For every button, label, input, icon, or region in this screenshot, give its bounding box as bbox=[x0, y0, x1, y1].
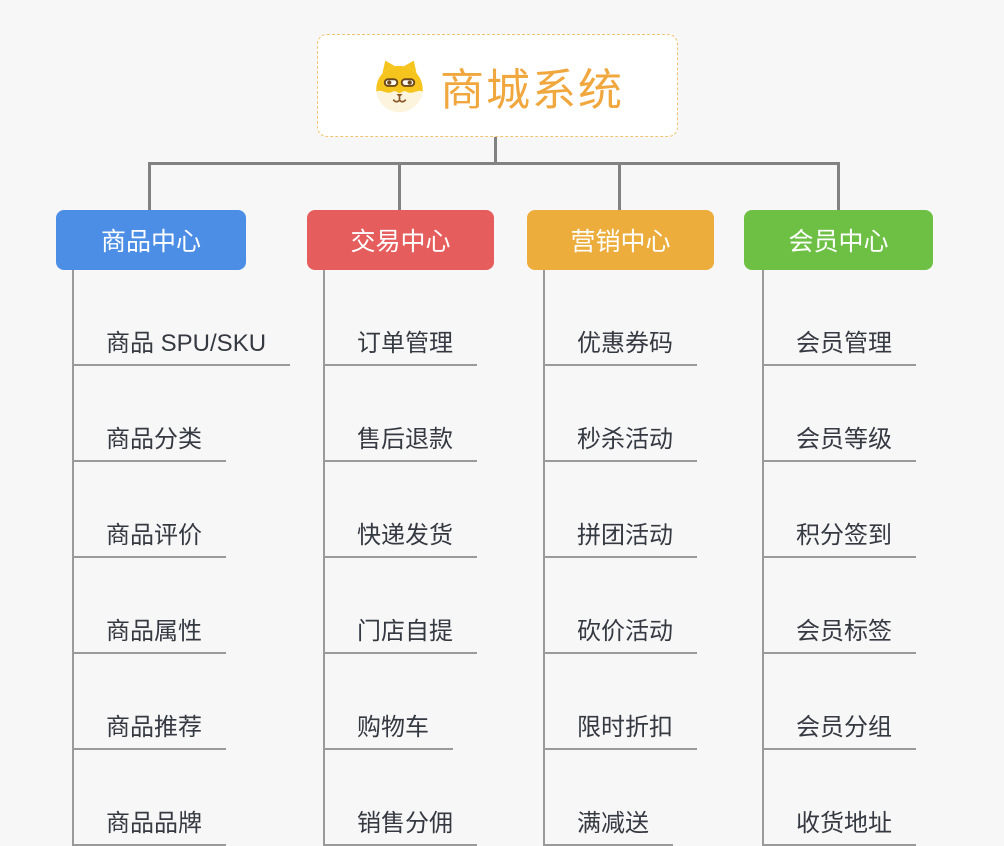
branch-node-member-center[interactable]: 会员中心 bbox=[744, 210, 933, 270]
leaf-node[interactable]: 满减送 bbox=[545, 750, 673, 846]
leaf-list-product-center: 商品 SPU/SKU 商品分类 商品评价 商品属性 商品推荐 商品品牌 bbox=[72, 270, 291, 846]
leaf-list-marketing-center: 优惠券码 秒杀活动 拼团活动 砍价活动 限时折扣 满减送 bbox=[543, 270, 697, 846]
leaf-node[interactable]: 商品 SPU/SKU bbox=[74, 270, 291, 366]
branch-node-product-center[interactable]: 商品中心 bbox=[56, 210, 246, 270]
leaf-node[interactable]: 收货地址 bbox=[764, 750, 916, 846]
connector-drop-trade bbox=[398, 164, 401, 212]
leaf-node[interactable]: 商品评价 bbox=[74, 462, 226, 558]
leaf-node[interactable]: 秒杀活动 bbox=[545, 366, 697, 462]
leaf-node[interactable]: 购物车 bbox=[325, 654, 453, 750]
root-node[interactable]: 商城系统 bbox=[317, 34, 678, 137]
leaf-node[interactable]: 会员分组 bbox=[764, 654, 916, 750]
leaf-node[interactable]: 限时折扣 bbox=[545, 654, 697, 750]
connector-root-stem bbox=[494, 137, 497, 164]
leaf-node[interactable]: 门店自提 bbox=[325, 558, 477, 654]
leaf-node[interactable]: 商品属性 bbox=[74, 558, 226, 654]
shiba-dog-icon bbox=[376, 60, 423, 113]
leaf-node[interactable]: 会员标签 bbox=[764, 558, 916, 654]
connector-drop-product bbox=[148, 164, 151, 212]
branch-node-trade-center[interactable]: 交易中心 bbox=[307, 210, 494, 270]
branch-node-marketing-center[interactable]: 营销中心 bbox=[527, 210, 714, 270]
leaf-list-trade-center: 订单管理 售后退款 快递发货 门店自提 购物车 销售分佣 bbox=[323, 270, 477, 846]
leaf-node[interactable]: 快递发货 bbox=[325, 462, 477, 558]
leaf-node[interactable]: 商品分类 bbox=[74, 366, 226, 462]
connector-drop-member bbox=[837, 164, 840, 212]
leaf-node[interactable]: 订单管理 bbox=[325, 270, 477, 366]
leaf-node[interactable]: 积分签到 bbox=[764, 462, 916, 558]
leaf-node[interactable]: 商品推荐 bbox=[74, 654, 226, 750]
leaf-node[interactable]: 售后退款 bbox=[325, 366, 477, 462]
connector-horizontal-bar bbox=[148, 162, 840, 165]
leaf-node[interactable]: 会员管理 bbox=[764, 270, 916, 366]
leaf-node[interactable]: 商品品牌 bbox=[74, 750, 226, 846]
leaf-node[interactable]: 会员等级 bbox=[764, 366, 916, 462]
leaf-list-member-center: 会员管理 会员等级 积分签到 会员标签 会员分组 收货地址 bbox=[762, 270, 916, 846]
leaf-node[interactable]: 拼团活动 bbox=[545, 462, 697, 558]
leaf-node[interactable]: 销售分佣 bbox=[325, 750, 477, 846]
connector-drop-marketing bbox=[618, 164, 621, 212]
leaf-node[interactable]: 优惠券码 bbox=[545, 270, 697, 366]
root-title: 商城系统 bbox=[440, 65, 624, 115]
leaf-node[interactable]: 砍价活动 bbox=[545, 558, 697, 654]
